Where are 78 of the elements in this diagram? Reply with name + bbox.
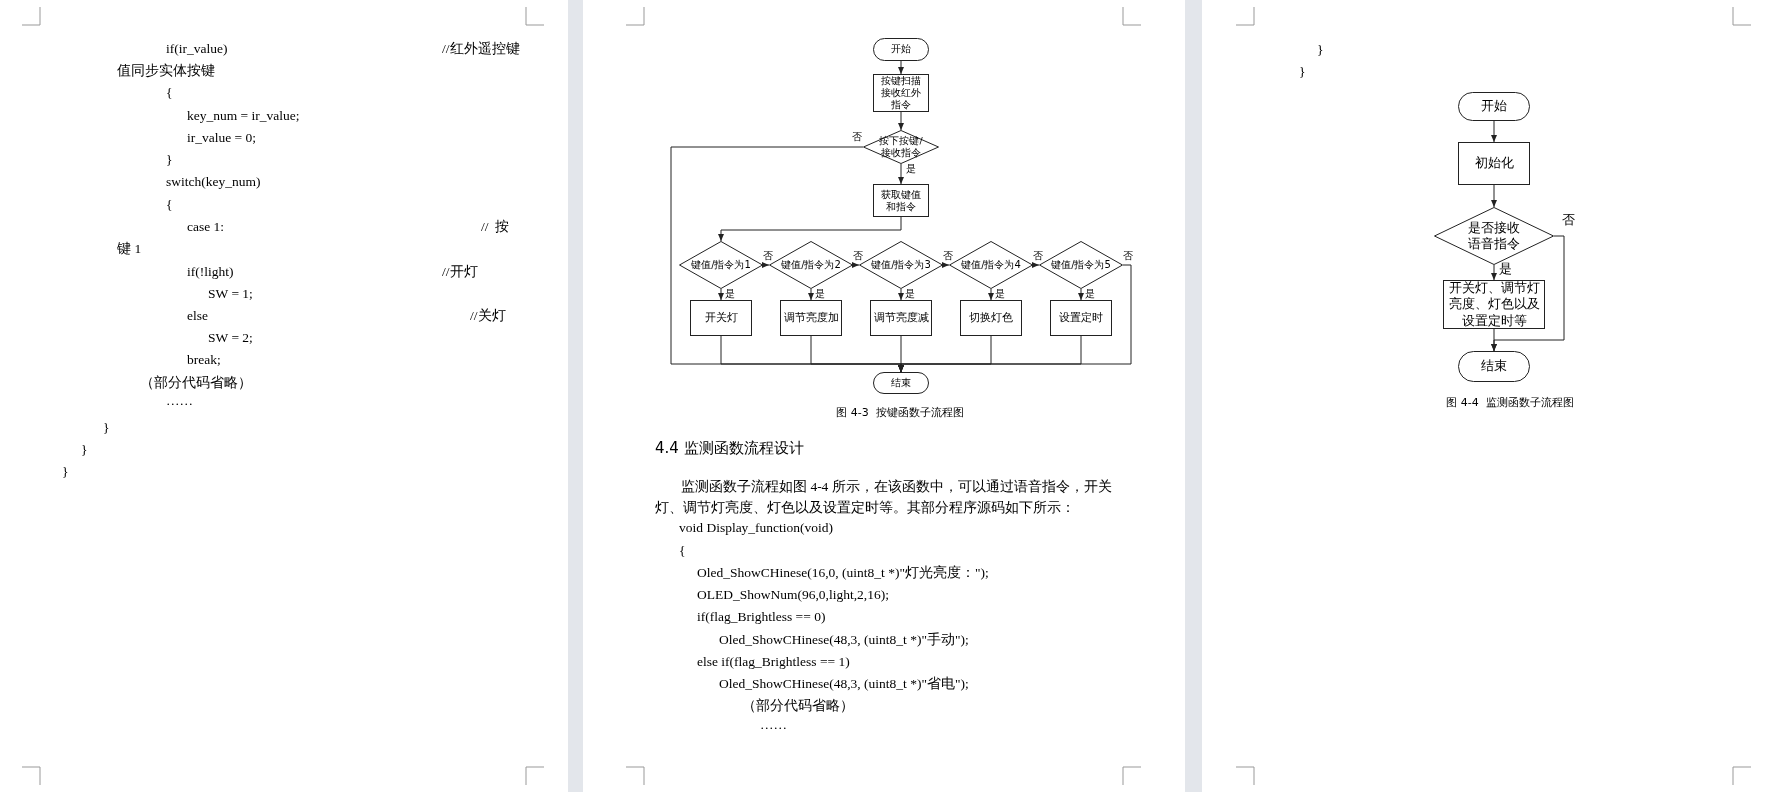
code-line: break;: [187, 351, 221, 369]
code-line: else if(flag_Brightless == 1): [697, 653, 850, 671]
arrow: [898, 335, 1082, 373]
arrow: [1491, 264, 1497, 281]
code-line: }: [62, 463, 69, 481]
code-line: case 1:: [187, 218, 225, 236]
code-line: }: [81, 441, 88, 459]
arrow: [762, 262, 770, 268]
arrow: [1491, 120, 1497, 143]
arrow: [898, 111, 904, 131]
arrow: [988, 288, 994, 301]
section-heading: 4.4 监测函数流程设计: [655, 438, 804, 458]
edge-label: 是: [995, 288, 1005, 299]
arrow: [1491, 184, 1497, 208]
code-line: {: [679, 542, 686, 560]
code-line: if(ir_value): [166, 40, 228, 58]
code-comment: //关灯: [470, 307, 506, 325]
code-comment: 键 1: [117, 240, 142, 258]
arrow: [852, 262, 860, 268]
arrow: [808, 288, 814, 301]
code-line: if(flag_Brightless == 0): [697, 608, 826, 626]
code-line: if(!light): [187, 263, 234, 281]
arrow: [942, 262, 950, 268]
code-comment: 值同步实体按键: [117, 62, 215, 80]
edge-label: 否: [852, 131, 862, 142]
code-line: ……: [760, 716, 787, 734]
process-box: 切换灯色: [960, 300, 1022, 336]
arrow: [1078, 288, 1084, 301]
figure-caption: 图 4-4 监测函数子流程图: [1445, 395, 1575, 411]
code-line: {: [166, 196, 173, 214]
edge-label: 否: [1562, 213, 1575, 228]
code-line: }: [1317, 41, 1324, 59]
code-line: switch(key_num): [166, 173, 261, 191]
arrow: [1032, 262, 1040, 268]
decision-diamond: 按下按键/接收指令: [863, 130, 939, 164]
code-comment: //开灯: [442, 263, 478, 281]
arrow: [898, 163, 904, 185]
figure-caption: 图 4-3 按键函数子流程图: [835, 405, 965, 421]
process-box: 获取键值和指令: [873, 184, 929, 217]
process-box: 初始化: [1458, 142, 1530, 185]
decision-diamond: 键值/指令为1: [679, 241, 763, 289]
code-line: else: [187, 307, 208, 325]
edge-label: 是: [905, 288, 915, 299]
edge-label: 否: [1123, 250, 1133, 261]
code-line: }: [103, 419, 110, 437]
code-line: SW = 1;: [208, 285, 253, 303]
code-line: （部分代码省略）: [742, 697, 854, 715]
arrow: [898, 288, 904, 301]
code-line: ir_value = 0;: [187, 129, 257, 147]
edge-label: 是: [1499, 262, 1512, 277]
code-comment: //红外遥控键: [442, 40, 520, 58]
process-box: 调节亮度加: [780, 300, 842, 336]
code-line: void Display_function(void): [679, 519, 834, 537]
code-line: OLED_ShowNum(96,0,light,2,16);: [697, 586, 889, 604]
code-comment: // 按: [481, 218, 510, 236]
edge-label: 是: [1085, 288, 1095, 299]
process-box: 开关灯、调节灯亮度、灯色以及设置定时等: [1443, 280, 1545, 329]
process-box: 调节亮度减: [870, 300, 932, 336]
process-box: 设置定时: [1050, 300, 1112, 336]
arrow: [718, 216, 902, 242]
code-line: SW = 2;: [208, 329, 253, 347]
process-box: 开关灯: [690, 300, 752, 336]
edge-label: 是: [815, 288, 825, 299]
arrow: [898, 60, 904, 75]
edge-label: 是: [906, 163, 916, 174]
code-line: Oled_ShowCHinese(48,3, (uint8_t *)"手动");: [719, 631, 969, 649]
code-line: Oled_ShowCHinese(48,3, (uint8_t *)"省电");: [719, 675, 969, 693]
code-line: ……: [166, 392, 193, 410]
process-box: 按键扫描接收红外指令: [873, 74, 929, 112]
code-line: Oled_ShowCHinese(16,0, (uint8_t *)"灯光亮度：");: [697, 564, 989, 582]
code-line: key_num = ir_value;: [187, 107, 300, 125]
edge-label: 是: [725, 288, 735, 299]
code-line: （部分代码省略）: [140, 374, 252, 392]
code-line: }: [1299, 63, 1306, 81]
arrow: [1491, 235, 1565, 352]
arrow: [718, 288, 724, 301]
code-line: }: [166, 151, 173, 169]
code-line: {: [166, 84, 173, 102]
